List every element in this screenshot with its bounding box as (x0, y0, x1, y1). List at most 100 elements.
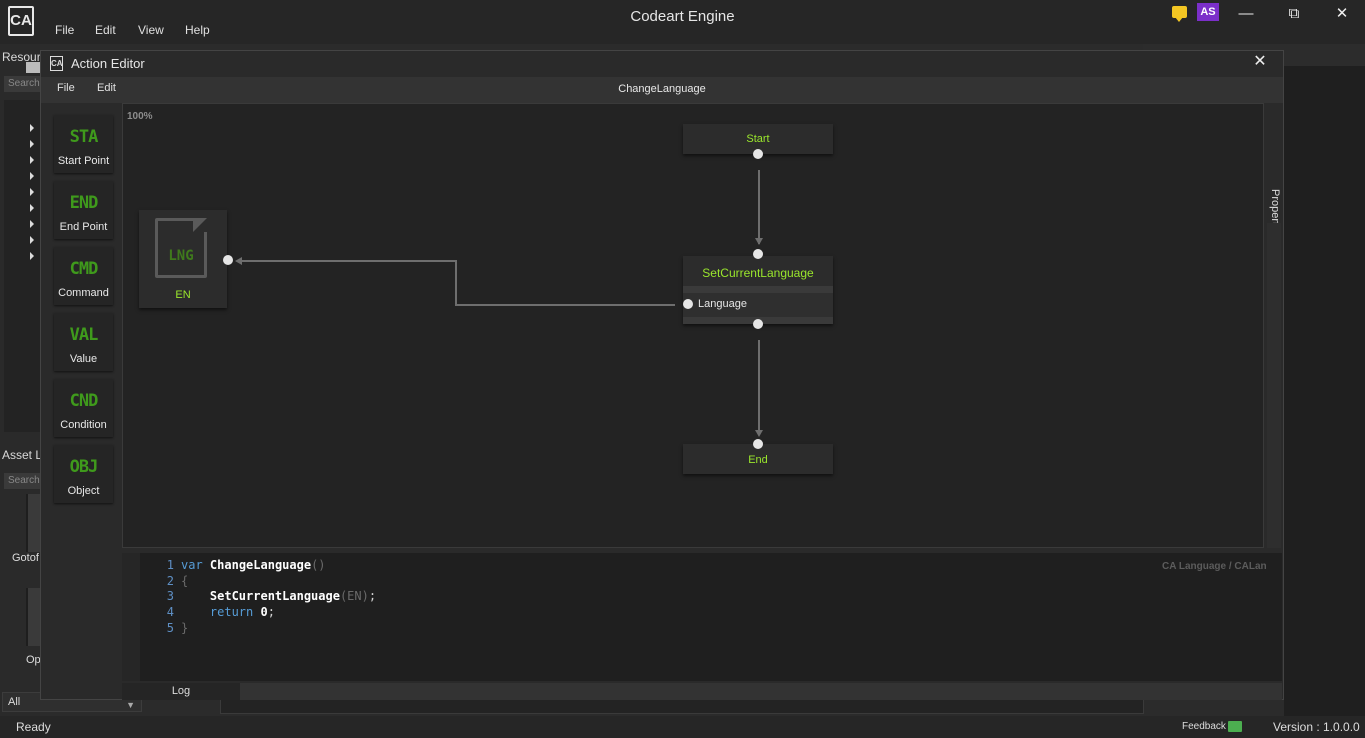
asset-library-label: Asset Li (2, 448, 45, 462)
node-title: Start (746, 133, 770, 145)
param-row[interactable]: Language (683, 293, 833, 317)
end-node[interactable]: End (683, 444, 833, 474)
condition-icon: CND (69, 391, 99, 411)
tree-expand-icon[interactable] (30, 220, 34, 228)
line-number: 2 (166, 574, 174, 588)
status-text: Ready (16, 720, 51, 734)
tree-expand-icon[interactable] (30, 172, 34, 180)
input-port[interactable] (753, 249, 763, 259)
restore-icon[interactable]: ⧉ (1288, 5, 1300, 22)
folder-icon[interactable] (26, 62, 40, 73)
tool-label: Object (67, 485, 100, 497)
output-port[interactable] (223, 255, 233, 265)
editor-logo: CA (50, 56, 63, 71)
tree-expand-icon[interactable] (30, 252, 34, 260)
node-title: SetCurrentLanguage (702, 266, 814, 280)
code-parens: () (311, 558, 326, 572)
arrow-down-icon (755, 238, 763, 245)
return-end: ; (267, 605, 275, 619)
asset-thumbnail[interactable] (26, 494, 40, 552)
tree-expand-icon[interactable] (30, 124, 34, 132)
asset-name: Op (26, 654, 41, 666)
close-icon[interactable]: ✕ (1253, 53, 1267, 70)
param-label: Language (698, 298, 747, 310)
status-bar: Ready Feedback Version : 1.0.0.0 (0, 716, 1365, 738)
background-right-panel (1284, 66, 1365, 716)
output-port[interactable] (753, 319, 763, 329)
code-editor[interactable]: 1 2 3 4 5 var ChangeLanguage() { SetCurr… (122, 553, 1282, 681)
wire-param-vertical (455, 260, 457, 306)
minimize-icon[interactable]: — (1238, 5, 1254, 22)
menu-edit[interactable]: Edit (95, 23, 116, 37)
chat-bubble-icon[interactable] (1172, 6, 1187, 22)
code-brace: { (181, 574, 189, 588)
action-editor-window: CA Action Editor ✕ File Edit ChangeLangu… (40, 50, 1284, 700)
asset-search-input[interactable]: Search (4, 473, 40, 489)
object-icon: OBJ (69, 457, 99, 477)
node-title: End (748, 454, 768, 466)
node-palette: STA Start Point END End Point CMD Comman… (43, 103, 121, 548)
tree-expand-icon[interactable] (30, 236, 34, 244)
canvas-scrollbar[interactable] (1267, 223, 1281, 548)
editor-menu-edit[interactable]: Edit (97, 82, 116, 94)
tree-expand-icon[interactable] (30, 204, 34, 212)
editor-menu-file[interactable]: File (57, 82, 75, 94)
tool-value[interactable]: VAL Value (54, 313, 113, 371)
menu-view[interactable]: View (138, 23, 164, 37)
line-number: 4 (166, 605, 174, 619)
resource-tree[interactable] (4, 100, 40, 432)
asset-thumbnail[interactable] (26, 588, 40, 646)
tool-object[interactable]: OBJ Object (54, 445, 113, 503)
node-canvas[interactable]: 100% Start SetCurrentLanguage Language (122, 103, 1264, 548)
arrow-left-icon (235, 257, 242, 265)
close-icon[interactable]: ✕ (1335, 5, 1349, 22)
line-number: 5 (166, 621, 174, 635)
input-port[interactable] (753, 439, 763, 449)
filter-value: All (8, 696, 21, 708)
tree-expand-icon[interactable] (30, 156, 34, 164)
line-number: 1 (166, 558, 174, 572)
line-number: 3 (166, 589, 174, 603)
command-icon: CMD (69, 259, 99, 279)
resources-search-input[interactable]: Search (4, 76, 40, 92)
background-output-panel (220, 698, 1144, 714)
wire-start-to-command (758, 170, 760, 244)
param-input-port[interactable] (683, 299, 693, 309)
tool-condition[interactable]: CND Condition (54, 379, 113, 437)
document-title: ChangeLanguage (618, 83, 706, 95)
editor-title: Action Editor (71, 56, 145, 71)
arrow-down-icon (755, 430, 763, 437)
tool-label: Command (58, 287, 109, 299)
menu-help[interactable]: Help (185, 23, 210, 37)
value-node[interactable]: LNG EN (139, 210, 227, 308)
feedback-link[interactable]: Feedback (1182, 721, 1226, 732)
feedback-icon[interactable] (1228, 721, 1242, 732)
code-line: } (181, 621, 188, 635)
wire-command-to-end (758, 340, 760, 434)
code-gutter (122, 553, 140, 681)
output-port[interactable] (753, 149, 763, 159)
menu-file[interactable]: File (55, 23, 75, 37)
return-value: 0 (260, 605, 268, 619)
log-tab[interactable]: Log (122, 683, 240, 700)
call-args: (EN) (339, 589, 369, 603)
end-point-icon: END (69, 193, 99, 213)
function-name: ChangeLanguage (209, 558, 312, 572)
chevron-down-icon: ▼ (126, 700, 135, 710)
language-label: CA Language / CALan (1162, 561, 1267, 572)
tree-expand-icon[interactable] (30, 140, 34, 148)
properties-tab[interactable]: Properties (1265, 103, 1283, 239)
tree-expand-icon[interactable] (30, 188, 34, 196)
main-titlebar: CA File Edit View Help Codeart Engine AS… (0, 0, 1365, 44)
user-avatar[interactable]: AS (1197, 3, 1219, 21)
tool-command[interactable]: CMD Command (54, 247, 113, 305)
tool-label: Condition (60, 419, 107, 431)
command-node[interactable]: SetCurrentLanguage Language (683, 256, 833, 324)
document-icon: LNG (155, 218, 207, 278)
keyword: return (209, 605, 254, 619)
tool-start-point[interactable]: STA Start Point (54, 115, 113, 173)
asset-name: Gotof (12, 552, 39, 564)
tool-end-point[interactable]: END End Point (54, 181, 113, 239)
code-line: return 0; (181, 605, 275, 619)
zoom-level: 100% (127, 111, 153, 122)
